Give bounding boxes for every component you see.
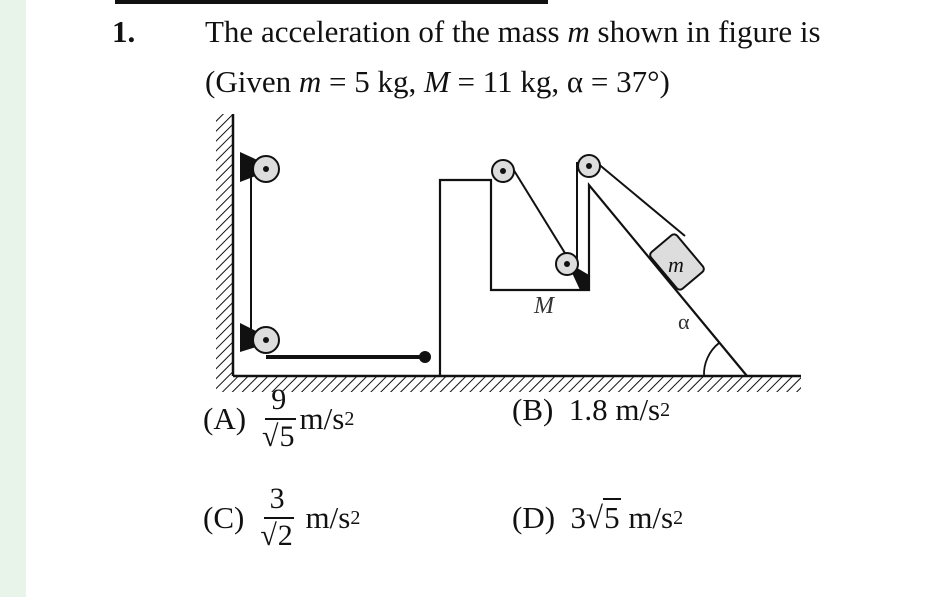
radicand: 2 xyxy=(276,517,294,552)
angle-arc xyxy=(703,342,720,377)
label-m: m xyxy=(668,252,684,277)
option-label: (A) xyxy=(203,400,247,436)
option-value: 1.8 m/s xyxy=(568,392,661,427)
text: = 11 kg, α = 37°) xyxy=(449,64,670,99)
unit: m/s xyxy=(299,400,345,436)
option-label: (C) xyxy=(203,499,245,535)
coefficient: 3 xyxy=(570,500,587,535)
pulley xyxy=(577,154,601,178)
pulley xyxy=(252,155,280,183)
mass-m-block xyxy=(649,233,705,291)
fraction: 9√5 xyxy=(262,383,296,453)
top-rule xyxy=(115,0,548,4)
left-margin-strip xyxy=(0,0,26,597)
fraction: 3√2 xyxy=(260,482,294,552)
radicand: 5 xyxy=(603,498,621,535)
label-M: M xyxy=(533,293,556,319)
question-text-line1: The acceleration of the mass m shown in … xyxy=(205,14,821,50)
pulley xyxy=(555,252,579,276)
numerator: 3 xyxy=(263,484,291,519)
text: (Given xyxy=(205,64,299,99)
question-number: 1. xyxy=(112,14,136,49)
block-M xyxy=(438,178,748,377)
unit: m/s xyxy=(628,500,674,535)
wall xyxy=(216,114,235,376)
pulley xyxy=(491,159,515,183)
unit: m/s xyxy=(305,499,351,535)
label-alpha: α xyxy=(678,309,690,334)
radicand: 5 xyxy=(278,418,296,453)
pulley xyxy=(252,326,280,354)
var-m: m xyxy=(567,14,590,49)
var-m: m xyxy=(298,64,322,99)
text: = 5 kg, xyxy=(321,64,424,99)
text: The acceleration of the mass xyxy=(205,14,568,49)
string-knot xyxy=(419,351,431,363)
question-given-line: (Given m = 5 kg, M = 11 kg, α = 37°) xyxy=(205,64,670,100)
option-c[interactable]: (C) 3√2 m/s 2 xyxy=(203,482,361,552)
ground xyxy=(216,374,801,392)
strings xyxy=(250,161,686,359)
option-label: (D) xyxy=(512,500,556,535)
option-label: (B) xyxy=(512,392,554,427)
text: shown in figure is xyxy=(589,14,821,49)
var-M: M xyxy=(423,64,450,99)
numerator: 9 xyxy=(265,385,293,420)
